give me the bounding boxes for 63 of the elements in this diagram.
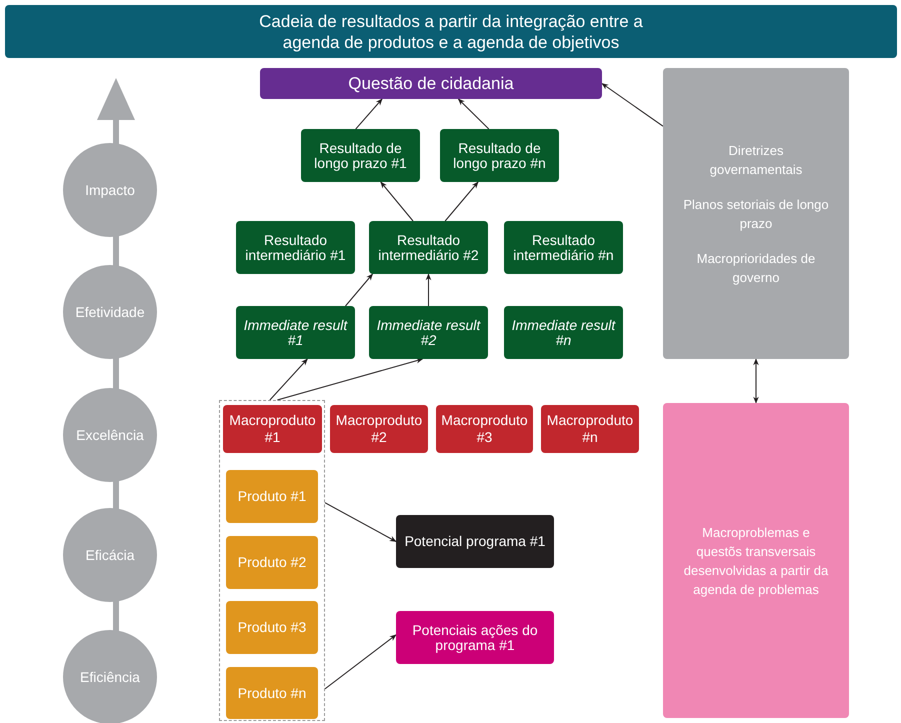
node-text: Efetividade: [75, 302, 145, 322]
node-text: Macroproduto #1: [228, 412, 317, 446]
node-text: Produto #n: [238, 684, 306, 702]
arrow: [344, 273, 374, 306]
arrow: [753, 358, 759, 404]
node-text: Eficácia: [85, 546, 135, 564]
result-box: [236, 306, 355, 359]
macroproduct-box: [436, 405, 533, 453]
node-text: Potencial programa #1: [404, 534, 546, 549]
node-text: Questão de cidadania: [348, 72, 514, 95]
product-box: [226, 601, 318, 654]
node-text: Produto #2: [238, 554, 306, 571]
node-text: Excelência: [76, 426, 144, 444]
arrow: [426, 273, 432, 306]
node-text: Diretrizes governamentais: [708, 142, 804, 178]
result-box: [369, 306, 488, 359]
product-box: [226, 667, 318, 719]
problems-panel: [663, 403, 849, 718]
dashed-group: [219, 400, 325, 721]
guidelines-panel: [663, 68, 849, 359]
macroproduct-box: [223, 405, 322, 453]
node-text: Immediate result #2: [376, 318, 482, 348]
arrow: [324, 502, 397, 542]
node-text: Macroproduto #3: [440, 412, 529, 446]
node-text: Resultado intermediário #n: [512, 232, 615, 262]
title-banner: Cadeia de resultados a partir da integração entre a agenda de produtos e a agenda de objetivos: [5, 5, 897, 58]
node-text: Resultado de longo prazo #n: [452, 140, 547, 170]
result-box: [504, 221, 623, 274]
actions-box: [396, 611, 554, 664]
citizenship-box: [260, 68, 602, 99]
program-box: [396, 515, 554, 568]
result-box: [236, 221, 355, 274]
arrow: [380, 181, 414, 222]
node-text: Impacto: [85, 180, 135, 200]
node-text: Produto #1: [238, 488, 306, 505]
result-box: [301, 129, 420, 182]
node-text: Resultado intermediário #1: [244, 232, 347, 262]
node-text: Potenciais ações do programa #1: [411, 622, 539, 652]
macroproduct-box: [330, 405, 428, 453]
arrow: [355, 98, 383, 130]
arrow: [444, 181, 479, 222]
arrow: [269, 358, 308, 400]
arrow: [601, 83, 664, 127]
result-box: [504, 306, 623, 359]
result-box: [369, 221, 488, 274]
product-box: [226, 470, 318, 523]
node-text: Resultado de longo prazo #1: [313, 140, 408, 170]
node-text: Macroproduto #2: [334, 412, 424, 446]
node-text: Resultado intermediário #2: [377, 232, 480, 262]
product-box: [226, 536, 318, 589]
node-text: Immediate result #n: [510, 318, 617, 348]
node-text: Macroproduto #n: [546, 412, 634, 446]
macroproduct-box: [541, 405, 639, 453]
arrow: [276, 358, 424, 400]
node-text: Macroproblemas e questõs transversais desenvolvidas a partir da agenda de problemas: [682, 524, 830, 598]
node-text: Eficiência: [80, 668, 140, 686]
node-text: Macroprioridades de governo: [696, 250, 816, 286]
arrow: [458, 98, 490, 130]
node-text: Planos setoriais de longo prazo: [683, 196, 829, 232]
node-text: Produto #3: [238, 619, 306, 636]
node-text: Immediate result #1: [242, 318, 349, 348]
arrow: [324, 634, 397, 690]
result-box: [440, 129, 559, 182]
